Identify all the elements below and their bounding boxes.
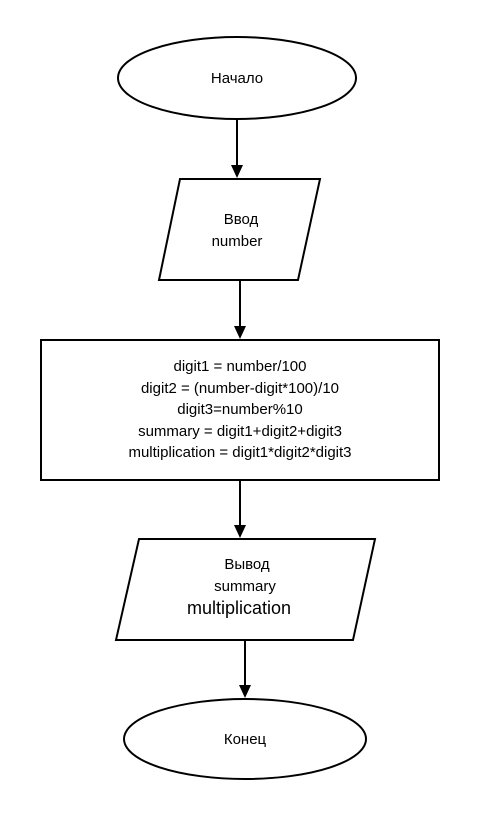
- output-node: Вывод summary multiplication: [114, 538, 377, 641]
- input-node: Ввод number: [157, 178, 322, 281]
- arrowhead: [239, 685, 251, 698]
- process-line-digit1: digit1 = number/100: [173, 358, 306, 375]
- start-ellipse: [117, 36, 357, 120]
- process-line-digit2: digit2 = (number-digit*100)/10: [141, 380, 339, 397]
- input-label-line2: number: [212, 233, 263, 250]
- process-rectangle: [40, 339, 440, 481]
- end-node: Конец: [123, 698, 367, 780]
- arrowhead: [231, 165, 243, 178]
- arrowhead: [234, 326, 246, 339]
- input-parallelogram: [157, 178, 322, 281]
- edge-input-to-process: [234, 281, 246, 339]
- process-line-multiplication: multiplication = digit1*digit2*digit3: [128, 444, 351, 461]
- input-label-line1: Ввод: [224, 211, 259, 228]
- process-line-summary: summary = digit1+digit2+digit3: [138, 423, 342, 440]
- start-label: Начало: [211, 70, 263, 87]
- process-node: digit1 = number/100 digit2 = (number-dig…: [40, 339, 440, 481]
- arrowhead: [234, 525, 246, 538]
- edge-start-to-input: [231, 120, 243, 178]
- end-label: Конец: [224, 731, 267, 748]
- process-line-digit3: digit3=number%10: [177, 401, 303, 418]
- output-label-line1: Вывод: [224, 556, 270, 573]
- output-parallelogram: [114, 538, 377, 641]
- edge-output-to-end: [239, 641, 251, 698]
- output-label-line2: summary: [214, 578, 276, 595]
- end-ellipse: [123, 698, 367, 780]
- output-label-line3: multiplication: [187, 598, 291, 618]
- start-node: Начало: [117, 36, 357, 120]
- edge-process-to-output: [234, 481, 246, 538]
